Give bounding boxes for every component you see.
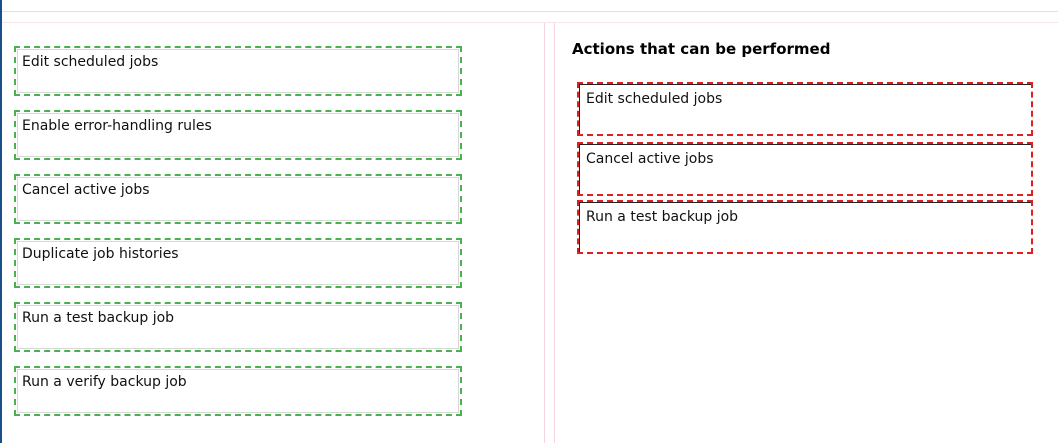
choice-enable-error-handling-rules[interactable]: Enable error-handling rules	[14, 110, 462, 160]
window-left-edge	[0, 0, 2, 443]
choice-label: Edit scheduled jobs	[22, 54, 159, 70]
choice-cancel-active-jobs[interactable]: Cancel active jobs	[14, 174, 462, 224]
answer-label: Run a test backup job	[586, 209, 739, 225]
choice-run-verify-backup-job[interactable]: Run a verify backup job	[14, 366, 462, 416]
answer-cancel-active-jobs[interactable]: Cancel active jobs	[577, 142, 1033, 196]
answer-label: Edit scheduled jobs	[586, 91, 723, 107]
choice-label: Enable error-handling rules	[22, 118, 212, 134]
choice-label: Cancel active jobs	[22, 182, 150, 198]
answer-run-test-backup-job[interactable]: Run a test backup job	[577, 200, 1033, 254]
choice-run-test-backup-job[interactable]: Run a test backup job	[14, 302, 462, 352]
answers-title: Actions that can be performed	[572, 40, 831, 58]
answers-pane: Actions that can be performed Edit sched…	[555, 23, 1058, 443]
choice-duplicate-job-histories[interactable]: Duplicate job histories	[14, 238, 462, 288]
choice-edit-scheduled-jobs[interactable]: Edit scheduled jobs	[14, 46, 462, 96]
choices-pane: Edit scheduled jobs Enable error-handlin…	[2, 23, 544, 443]
answer-label: Cancel active jobs	[586, 151, 714, 167]
top-bar-lower	[2, 12, 1058, 23]
choice-label: Duplicate job histories	[22, 246, 179, 262]
choice-label: Run a verify backup job	[22, 374, 187, 390]
choice-label: Run a test backup job	[22, 310, 175, 326]
pane-divider[interactable]	[544, 23, 555, 443]
top-bar	[2, 0, 1058, 12]
answer-edit-scheduled-jobs[interactable]: Edit scheduled jobs	[577, 82, 1033, 136]
